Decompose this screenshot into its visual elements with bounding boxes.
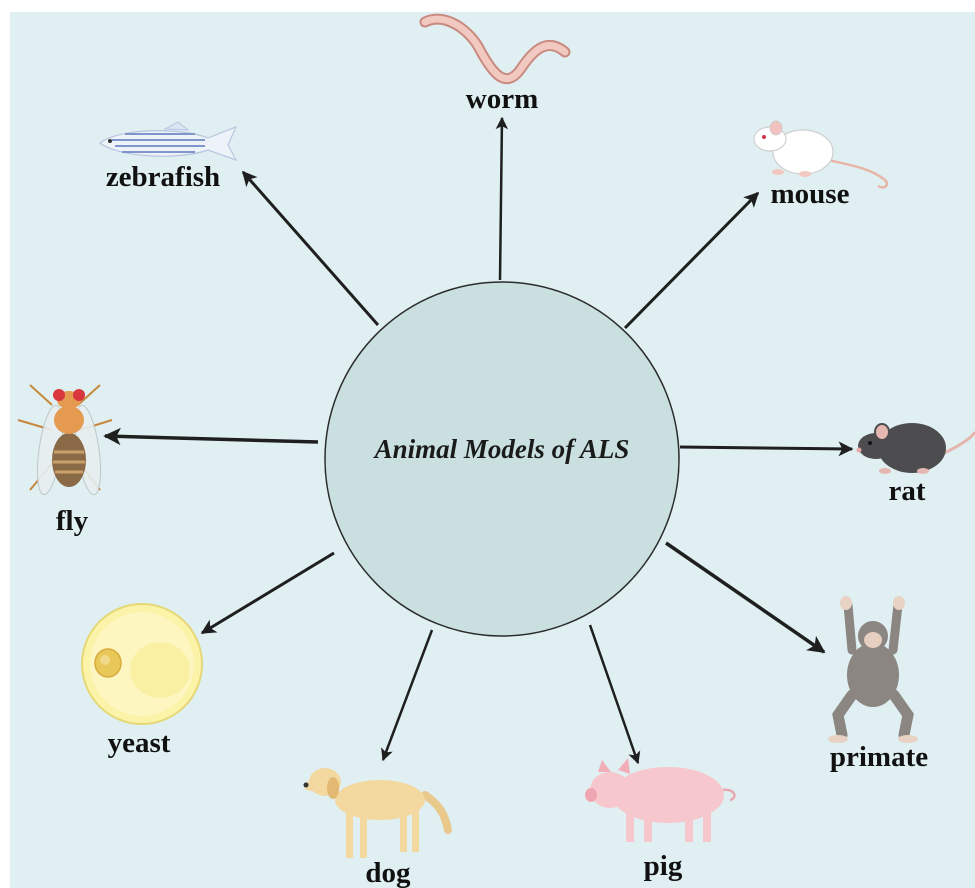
- primate-node: primate: [828, 596, 928, 773]
- label-fly: fly: [56, 505, 89, 537]
- arrow-to-dog: [383, 630, 432, 760]
- dog-icon: [304, 768, 449, 858]
- label-rat: rat: [888, 475, 925, 507]
- mouse-node: mouse: [754, 121, 887, 210]
- label-yeast: yeast: [108, 727, 171, 759]
- worm-node: worm: [425, 19, 565, 115]
- arrow-to-yeast: [202, 553, 334, 633]
- center-node: Animal Models of ALS: [325, 282, 679, 636]
- rat-node: rat: [857, 423, 975, 507]
- arrow-to-worm: [500, 118, 502, 280]
- rat-icon: [857, 423, 975, 474]
- label-pig: pig: [644, 850, 683, 882]
- arrow-to-pig: [590, 625, 638, 763]
- center-title: Animal Models of ALS: [373, 434, 630, 464]
- arrow-to-mouse: [625, 193, 758, 328]
- dog-node: dog: [304, 768, 449, 888]
- fly-node: fly: [18, 385, 112, 537]
- label-worm: worm: [466, 83, 538, 115]
- arrow-to-fly: [105, 436, 318, 442]
- zebrafish-node: zebrafish: [100, 122, 236, 193]
- pig-icon: [585, 758, 734, 842]
- yeast-node: yeast: [82, 604, 202, 759]
- primate-icon: [828, 596, 918, 743]
- arrow-to-zebrafish: [243, 172, 378, 325]
- fly-icon: [18, 385, 112, 496]
- arrow-to-primate: [666, 543, 824, 652]
- pig-node: pig: [585, 758, 734, 882]
- label-zebrafish: zebrafish: [106, 161, 220, 193]
- label-dog: dog: [365, 857, 411, 888]
- label-primate: primate: [830, 741, 928, 773]
- label-mouse: mouse: [771, 178, 850, 210]
- yeast-icon: [82, 604, 202, 724]
- worm-icon: [425, 19, 565, 79]
- zebrafish-icon: [100, 122, 236, 160]
- arrow-to-rat: [680, 447, 852, 449]
